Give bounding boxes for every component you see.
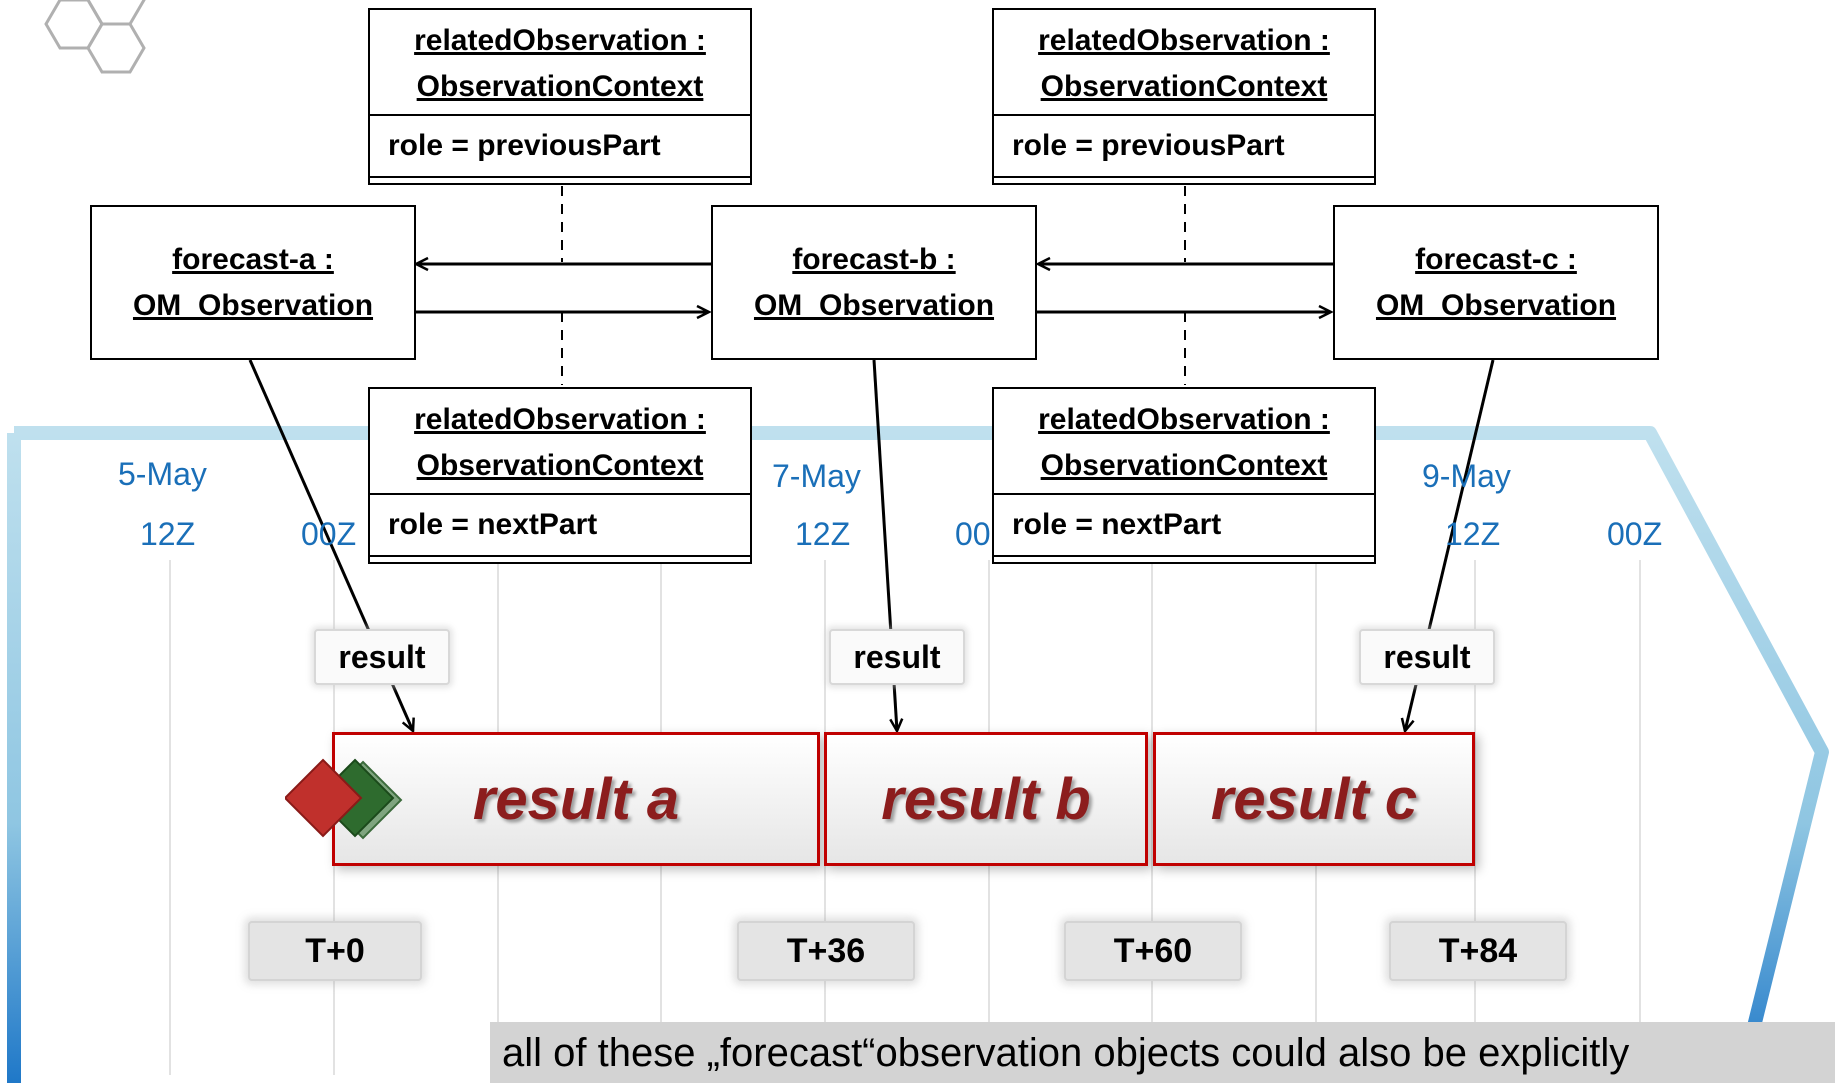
hour-label: 00 [955,516,991,552]
observation-context-box: relatedObservation : ObservationContext … [368,387,752,564]
date-label: 7-May [772,458,861,494]
association-arrows [414,264,1333,312]
observation-context-box: relatedObservation : ObservationContext … [368,8,752,185]
hour-label: 00Z [1607,516,1663,552]
hour-label: 12Z [140,516,196,552]
hexagon-logo-icon [44,0,146,74]
hour-label: 00Z [301,516,357,552]
context-role: role = previousPart [370,116,750,178]
result-association-label: result [1359,629,1495,685]
observation-context-box: relatedObservation : ObservationContext … [992,387,1376,564]
context-role: role = previousPart [994,116,1374,178]
context-title: relatedObservation : ObservationContext [994,10,1374,116]
context-role: role = nextPart [370,495,750,557]
footer-note: all of these „forecast“observation objec… [490,1022,1835,1083]
result-segment: result a [332,732,820,866]
time-offset-label: T+84 [1389,921,1567,981]
observation-context-box: relatedObservation : ObservationContext … [992,8,1376,185]
hour-label: 12Z [795,516,851,552]
date-label: 5-May [118,456,207,492]
context-title: relatedObservation : ObservationContext [370,389,750,495]
hour-label: 12Z [1445,516,1501,552]
result-segment: result c [1153,732,1475,866]
time-offset-label: T+60 [1064,921,1242,981]
context-role: role = nextPart [994,495,1374,557]
result-segment: result b [824,732,1148,866]
time-offset-label: T+0 [248,921,422,981]
forecast-observation-box: forecast-c : OM_Observation [1333,205,1659,360]
context-title: relatedObservation : ObservationContext [994,389,1374,495]
context-dashed-links [561,186,1186,385]
context-title: relatedObservation : ObservationContext [370,10,750,116]
date-label: 9-May [1422,458,1511,494]
timeline-frame [7,426,1829,1083]
layered-diamonds-icon [285,758,403,840]
forecast-observation-box: forecast-a : OM_Observation [90,205,416,360]
time-offset-label: T+36 [737,921,915,981]
result-association-label: result [314,629,450,685]
result-association-label: result [829,629,965,685]
forecast-observation-box: forecast-b : OM_Observation [711,205,1037,360]
